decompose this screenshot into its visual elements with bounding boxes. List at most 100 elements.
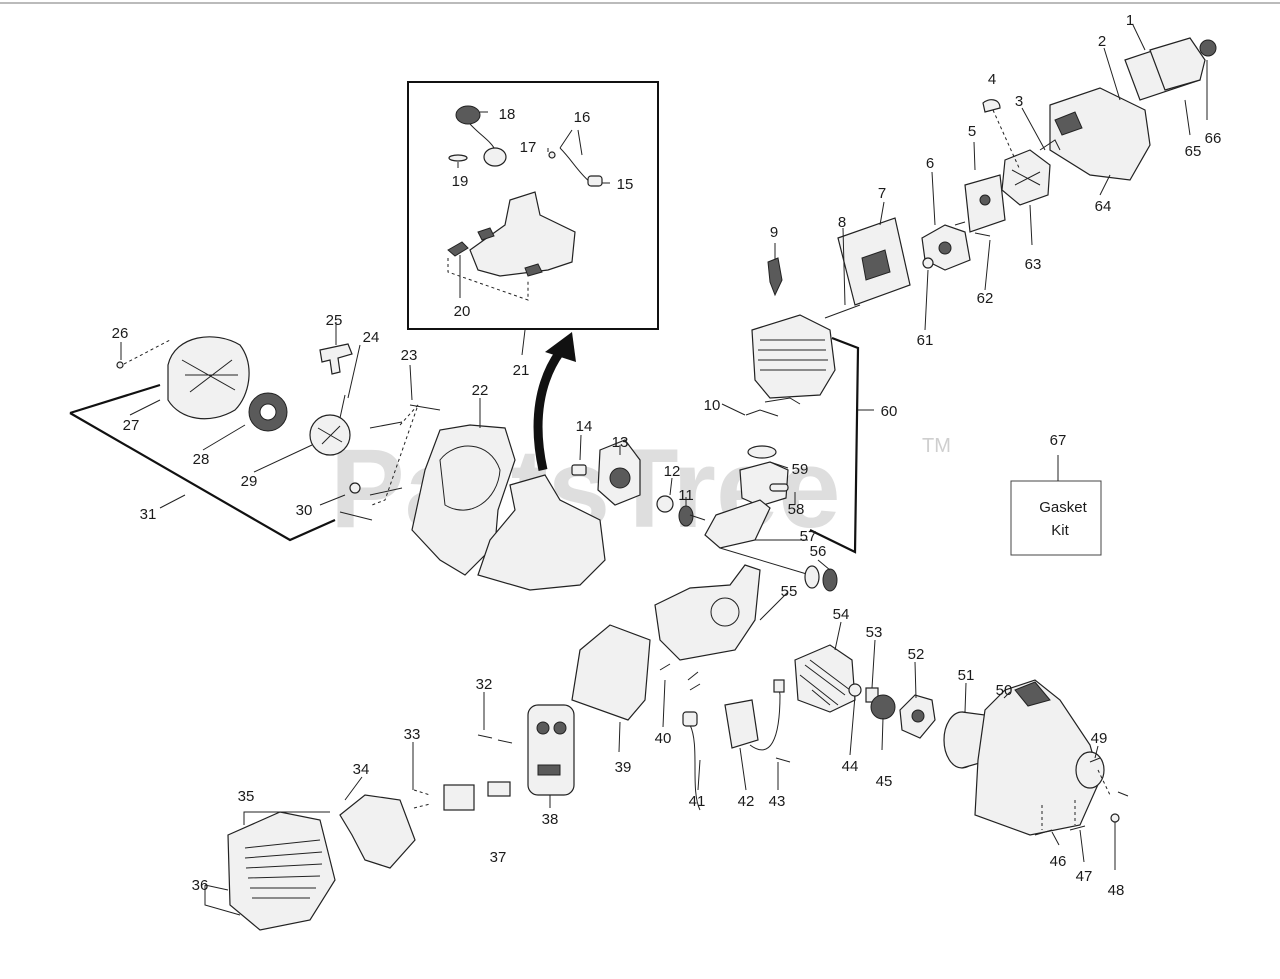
washer-12	[656, 495, 674, 513]
callout-44: 44	[842, 758, 859, 775]
callout-19: 19	[452, 173, 469, 190]
callout-53: 53	[866, 624, 883, 641]
screws-40	[659, 663, 701, 691]
callout-42: 42	[738, 793, 755, 810]
callout-2: 2	[1098, 33, 1106, 50]
callout-11: 11	[678, 487, 694, 504]
callout-45: 45	[876, 773, 893, 790]
callout-60: 60	[881, 403, 898, 420]
screw-dash	[371, 404, 419, 506]
screws-23	[339, 404, 441, 521]
crankcase-cover	[411, 424, 516, 576]
muffler-outlet	[537, 764, 561, 776]
starter-housing	[167, 336, 250, 420]
air-box-64	[1049, 87, 1151, 181]
callout-64: 64	[1095, 198, 1112, 215]
housing-shield	[1014, 681, 1051, 707]
screw-43	[775, 757, 791, 763]
screws-62	[954, 221, 991, 237]
spring-center	[259, 403, 277, 421]
fuel-cap	[455, 105, 507, 167]
air-cover-65	[1149, 37, 1206, 91]
oring-19	[448, 154, 468, 162]
plate-33	[443, 784, 475, 811]
housing-dash	[1041, 769, 1111, 830]
label-37	[487, 781, 511, 797]
callout-35: 35	[238, 788, 255, 805]
callout-33: 33	[404, 726, 421, 743]
housing-tube	[1075, 751, 1105, 789]
cover-grille	[244, 839, 323, 899]
callout-63: 63	[1025, 256, 1042, 273]
link-3	[1039, 139, 1061, 151]
screws-49	[1089, 757, 1129, 797]
ignition-module-42	[724, 699, 759, 749]
callout-50: 50	[996, 682, 1013, 699]
arrow-head	[545, 332, 576, 362]
callout-17: 17	[520, 139, 537, 156]
gasket-kit-box	[1010, 480, 1102, 556]
callout-40: 40	[655, 730, 672, 747]
callout-28: 28	[193, 451, 210, 468]
watermark-tm: TM	[922, 435, 951, 457]
bolt-8	[824, 304, 861, 319]
callout-38: 38	[542, 811, 559, 828]
leader-36	[204, 884, 241, 916]
clutch-plate-45	[870, 694, 896, 720]
ignition-connector	[773, 679, 785, 693]
rope-24	[339, 394, 346, 419]
callout-58: 58	[788, 501, 805, 518]
bearing-13	[609, 467, 631, 489]
callout-55: 55	[781, 583, 798, 600]
starter-handle	[319, 343, 353, 375]
clutch-hub	[911, 709, 925, 723]
screws-46-47	[1034, 825, 1086, 836]
dash-4	[992, 109, 1021, 171]
carburetor-detail	[1011, 169, 1041, 186]
callout-8: 8	[838, 214, 846, 231]
tank-mount-c	[524, 263, 543, 277]
callout-20: 20	[454, 303, 471, 320]
intake-port	[938, 241, 952, 255]
callout-7: 7	[878, 185, 886, 202]
callout-23: 23	[401, 347, 418, 364]
callout-39: 39	[615, 759, 632, 776]
callout-56: 56	[810, 543, 827, 560]
fuel-tank	[469, 191, 576, 277]
callout-18: 18	[499, 106, 516, 123]
callout-41: 41	[689, 793, 706, 810]
callout-62: 62	[977, 290, 994, 307]
knob-66	[1199, 39, 1217, 57]
part-14	[571, 464, 587, 476]
fuel-line-16	[559, 147, 591, 183]
callout-31: 31	[140, 506, 157, 523]
cover-bracket-34	[339, 794, 416, 869]
screws-32	[477, 734, 513, 744]
screw-26	[116, 361, 124, 369]
gasket-kit-line1: Gasket	[1039, 499, 1087, 516]
spark-boot	[682, 711, 698, 727]
callout-26: 26	[112, 325, 129, 342]
primer-4	[982, 99, 1001, 113]
muffler-38	[527, 704, 575, 796]
callout-27: 27	[123, 417, 140, 434]
part-17	[548, 151, 556, 159]
callout-4: 4	[988, 71, 996, 88]
callout-43: 43	[769, 793, 786, 810]
muffler-hole-b	[553, 721, 567, 735]
pulley-detail	[317, 425, 343, 445]
gasket-kit-line2: Kit	[1051, 522, 1069, 539]
callout-25: 25	[326, 312, 343, 329]
nut-30	[349, 482, 361, 494]
air-box-detail	[1054, 111, 1083, 136]
callout-49: 49	[1091, 730, 1108, 747]
bearing-56b	[822, 568, 838, 592]
callout-47: 47	[1076, 868, 1093, 885]
callout-66: 66	[1205, 130, 1222, 147]
tank-mount-dash	[447, 258, 529, 301]
callout-22: 22	[472, 382, 489, 399]
callout-12: 12	[664, 463, 681, 480]
callout-30: 30	[296, 502, 313, 519]
callout-21: 21	[513, 362, 530, 379]
bracket-60	[809, 336, 860, 554]
